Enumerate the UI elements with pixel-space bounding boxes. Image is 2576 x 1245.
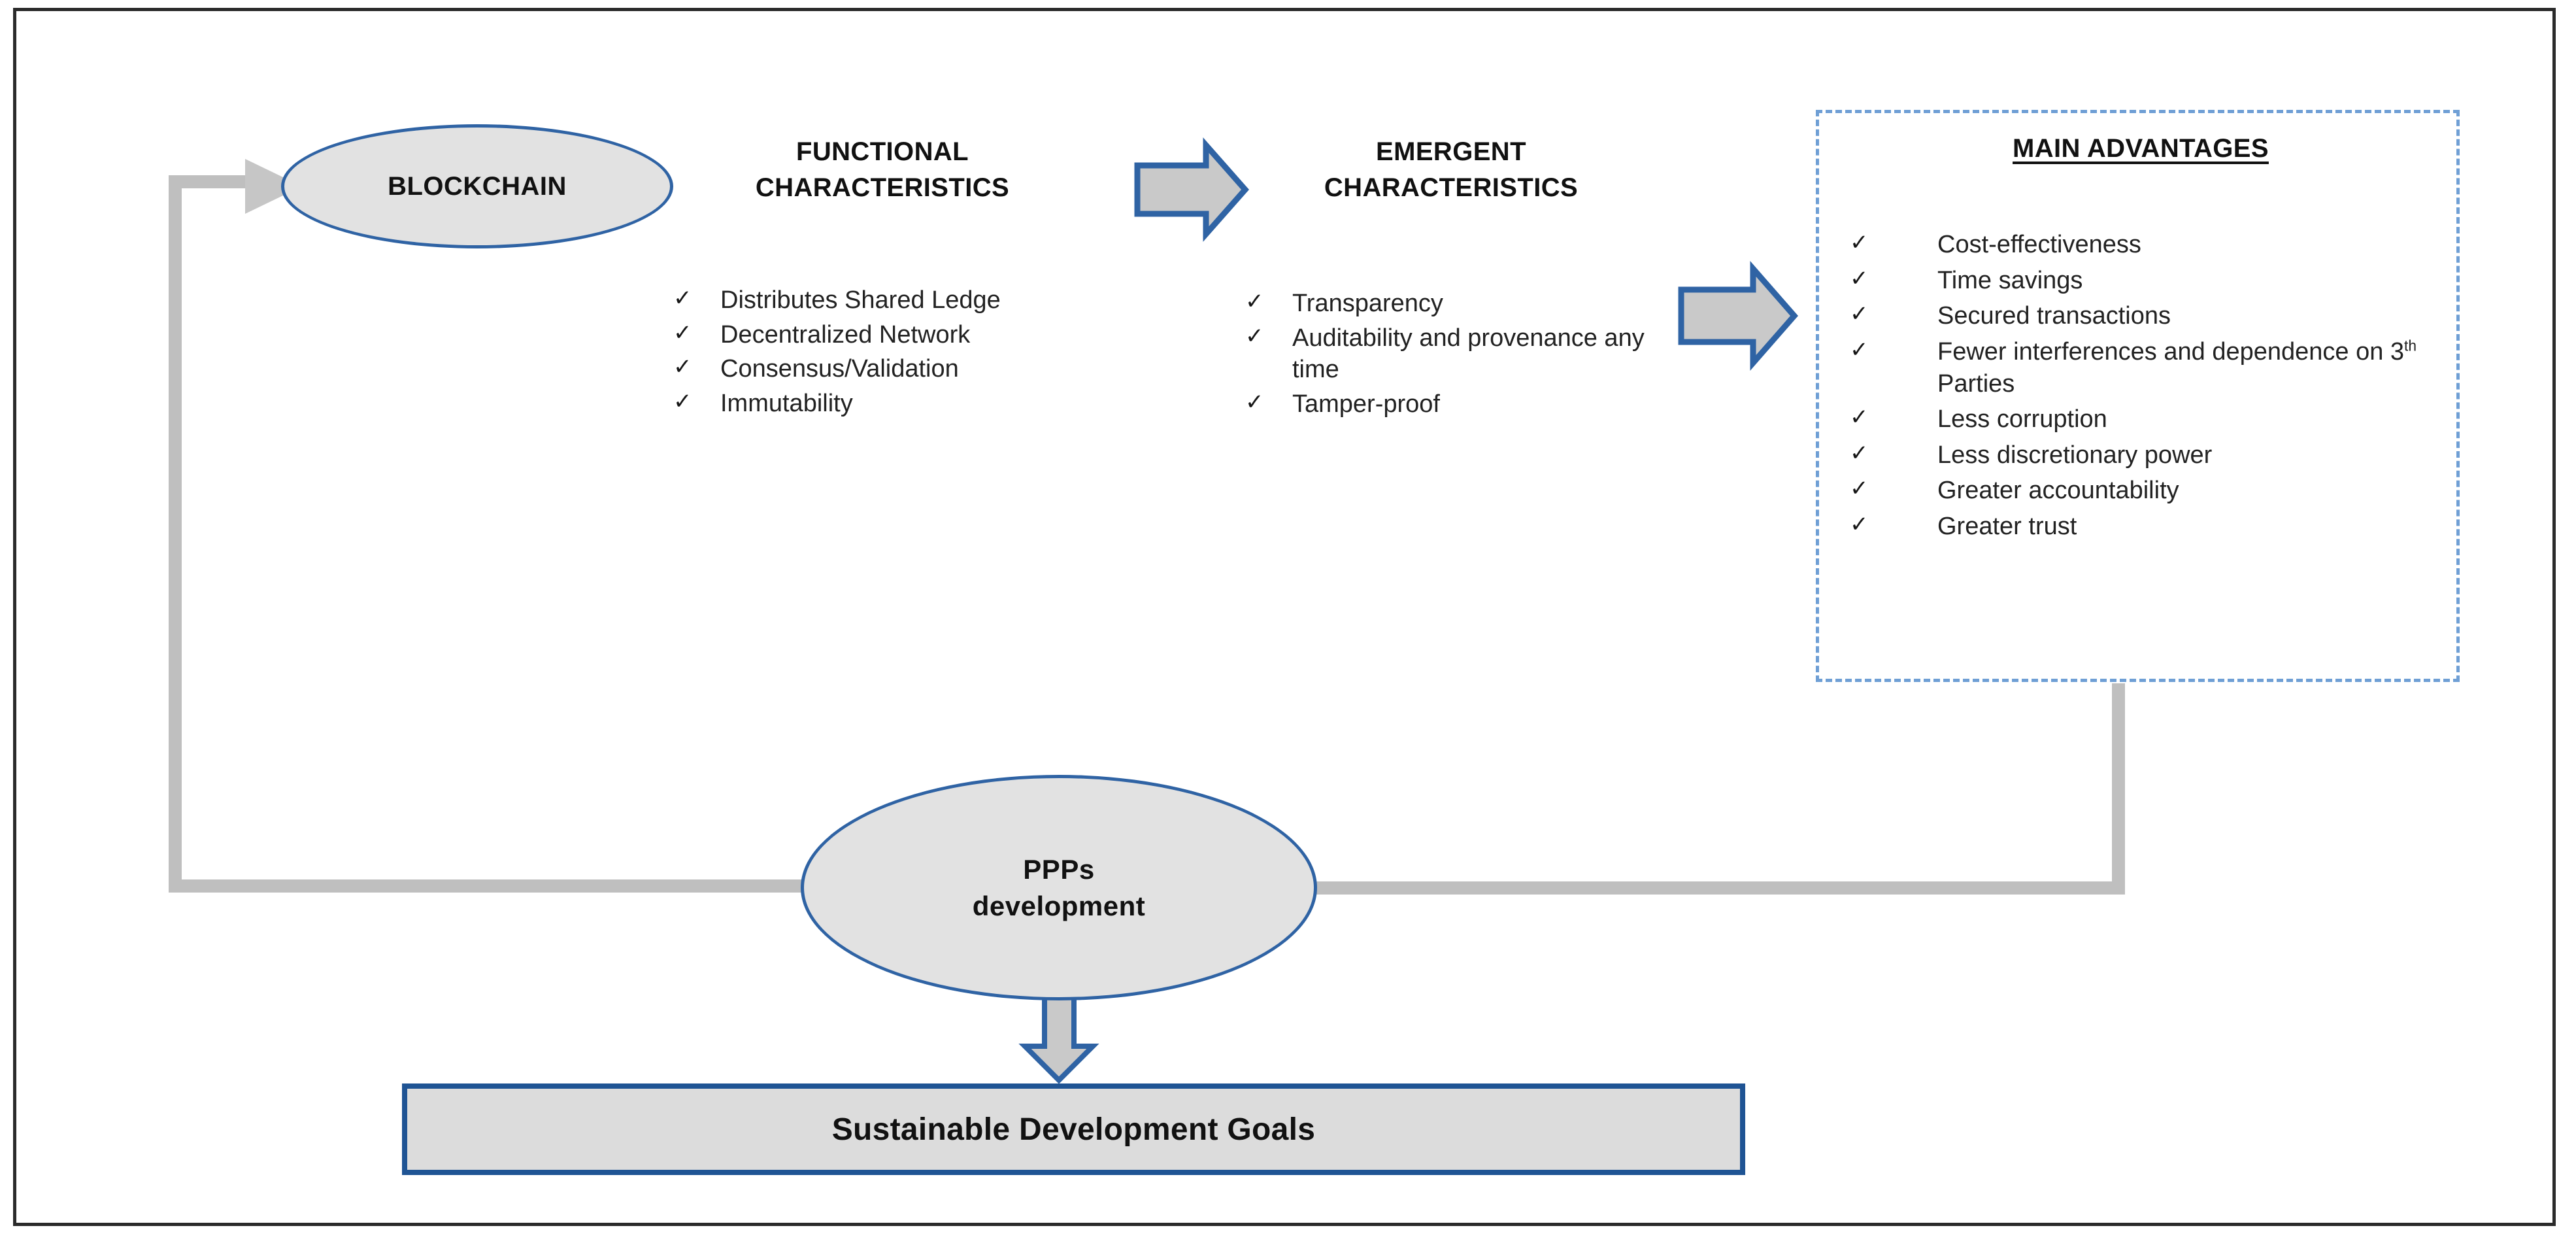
node-blockchain[interactable]: BLOCKCHAIN <box>281 124 673 248</box>
node-ppps-label-line2: development <box>972 890 1146 921</box>
list-item: ✓ Transparency <box>1245 288 1690 320</box>
check-icon: ✓ <box>1850 230 1869 255</box>
list-item-label: Auditability and provenance any time <box>1292 324 1645 384</box>
list-item-label-third-parties: Fewer interferences and dependence on 3t… <box>1937 336 2438 400</box>
list-item-label: Transparency <box>1292 290 1443 317</box>
check-icon: ✓ <box>673 354 692 380</box>
list-item-label: Immutability <box>720 389 853 417</box>
list-item: ✓ Less discretionary power <box>1850 439 2438 471</box>
list-item-label: Less corruption <box>1937 405 2107 434</box>
list-item-label: Less discretionary power <box>1937 441 2213 469</box>
list-item: ✓ Immutability <box>673 388 1131 420</box>
check-icon: ✓ <box>1850 476 1869 502</box>
node-ppps-label: PPPs development <box>973 851 1146 924</box>
list-item-label: Greater trust <box>1937 513 2077 540</box>
main-advantages-list: ✓ Cost-effectiveness ✓ Time savings ✓ Se… <box>1850 229 2438 547</box>
list-item-label: Consensus/Validation <box>720 355 959 383</box>
functional-characteristics-heading: FUNCTIONAL CHARACTERISTICS <box>673 134 1092 206</box>
list-item: ✓ Tamper-proof <box>1245 388 1690 420</box>
third-parties-prefix: Fewer interferences and dependence on 3 <box>1937 337 2405 366</box>
list-item-label: Secured transactions <box>1937 302 2171 330</box>
emergent-heading-line2: CHARACTERISTICS <box>1324 173 1579 203</box>
list-item: ✓ Cost-effectiveness <box>1850 229 2438 261</box>
list-item: ✓ Distributes Shared Ledge <box>673 284 1131 316</box>
node-ppps-label-line1: PPPs <box>1023 854 1095 885</box>
list-item: ✓ Time savings <box>1850 265 2438 297</box>
list-item-label: Cost-effectiveness <box>1937 231 2141 258</box>
emergent-characteristics-list: ✓ Transparency ✓ Auditability and proven… <box>1245 288 1690 423</box>
third-parties-suffix: Parties <box>1937 369 2015 398</box>
third-parties-superscript: th <box>2404 337 2417 354</box>
main-advantages-box <box>1816 110 2460 682</box>
check-icon: ✓ <box>1850 512 1869 537</box>
check-icon: ✓ <box>673 286 692 311</box>
list-item: ✓ Fewer interferences and dependence on … <box>1850 336 2438 400</box>
sustainable-development-goals-bar[interactable]: Sustainable Development Goals <box>402 1083 1745 1175</box>
check-icon: ✓ <box>1850 337 1869 362</box>
check-icon: ✓ <box>1850 301 1869 327</box>
node-ppps-development[interactable]: PPPs development <box>801 775 1317 1000</box>
list-item: ✓ Secured transactions <box>1850 300 2438 332</box>
list-item-label: Time savings <box>1937 266 2083 294</box>
check-icon: ✓ <box>1850 265 1869 291</box>
list-item: ✓ Consensus/Validation <box>673 353 1131 385</box>
check-icon: ✓ <box>1850 440 1869 466</box>
list-item-label: Decentralized Network <box>720 320 971 349</box>
list-item: ✓ Auditability and provenance any time <box>1245 322 1690 386</box>
functional-characteristics-list: ✓ Distributes Shared Ledge ✓ Decentraliz… <box>673 284 1131 422</box>
list-item: ✓ Less corruption <box>1850 403 2438 435</box>
check-icon: ✓ <box>1245 389 1264 415</box>
list-item: ✓ Greater trust <box>1850 511 2438 543</box>
sdg-bar-label: Sustainable Development Goals <box>831 1112 1316 1147</box>
check-icon: ✓ <box>673 320 692 345</box>
functional-heading-line2: CHARACTERISTICS <box>755 173 1010 203</box>
check-icon: ✓ <box>1850 405 1869 430</box>
functional-heading-line1: FUNCTIONAL <box>796 137 969 166</box>
emergent-characteristics-heading: EMERGENT CHARACTERISTICS <box>1242 134 1660 206</box>
check-icon: ✓ <box>673 388 692 414</box>
check-icon: ✓ <box>1245 289 1264 314</box>
node-blockchain-label: BLOCKCHAIN <box>388 171 567 201</box>
list-item: ✓ Decentralized Network <box>673 319 1131 351</box>
list-item-label: Distributes Shared Ledge <box>720 286 1001 314</box>
list-item: ✓ Greater accountability <box>1850 475 2438 507</box>
main-advantages-heading: MAIN ADVANTAGES <box>2013 134 2269 163</box>
list-item-label: Greater accountability <box>1937 477 2179 505</box>
check-icon: ✓ <box>1245 323 1264 349</box>
emergent-heading-line1: EMERGENT <box>1376 137 1526 166</box>
list-item-label: Tamper-proof <box>1292 390 1440 418</box>
